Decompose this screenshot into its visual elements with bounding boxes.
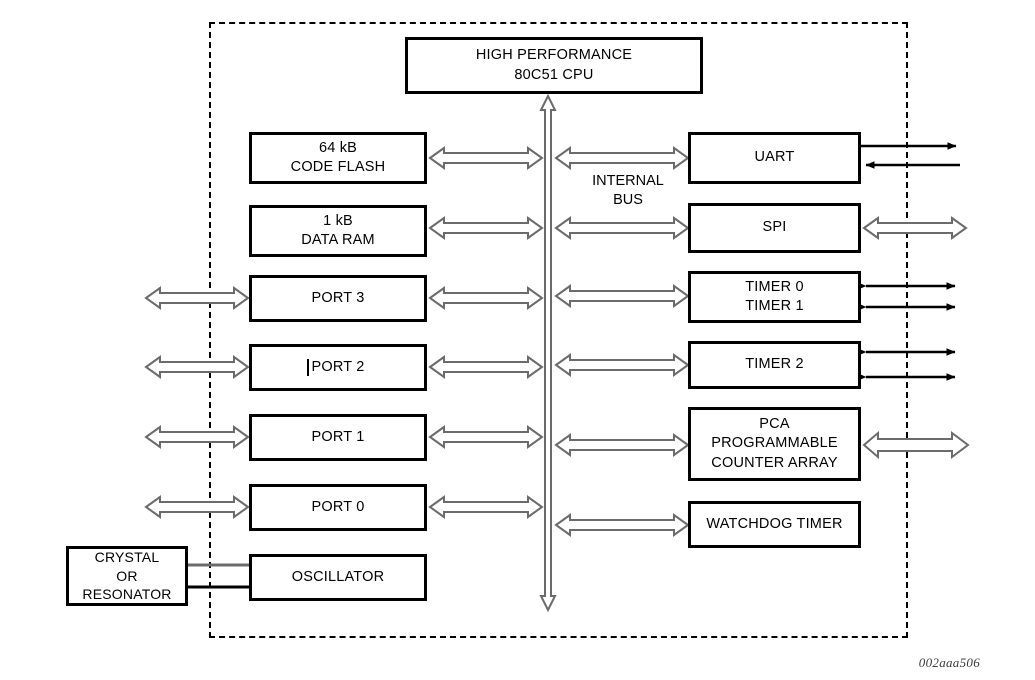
port0-to-bus-arrow xyxy=(428,495,544,519)
text-caret-artifact xyxy=(307,359,309,376)
uart-label: UART xyxy=(754,149,795,166)
watchdog-timer-block[interactable]: WATCHDOG TIMER xyxy=(688,501,861,548)
data-ram-block[interactable]: 1 kB DATA RAM xyxy=(249,205,427,257)
timer-1-label: TIMER 1 xyxy=(745,298,804,314)
flash-to-bus-arrow xyxy=(428,146,544,170)
data-ram-line2: DATA RAM xyxy=(301,232,375,248)
crystal-line2: OR xyxy=(116,567,138,584)
cpu-title-line2: 80C51 CPU xyxy=(514,66,594,83)
bus-to-spi-arrow xyxy=(554,216,690,240)
ram-to-bus-arrow xyxy=(428,216,544,240)
data-ram-line1: 1 kB xyxy=(323,212,353,229)
bus-to-uart-arrow xyxy=(554,146,690,170)
crystal-or-resonator-block[interactable]: CRYSTAL OR RESONATOR xyxy=(66,546,188,606)
spi-external-arrow xyxy=(862,216,968,240)
oscillator-label: OSCILLATOR xyxy=(291,568,385,585)
cpu-block[interactable]: HIGH PERFORMANCE 80C51 CPU xyxy=(405,37,703,94)
chip-boundary-dashed xyxy=(209,22,908,638)
code-flash-line1: 64 kB xyxy=(318,139,358,156)
internal-bus-arrow xyxy=(539,93,557,613)
oscillator-block[interactable]: OSCILLATOR xyxy=(249,554,427,601)
port0-external-arrow xyxy=(144,495,250,519)
spi-block[interactable]: SPI xyxy=(688,203,861,253)
bus-to-watchdog-arrow xyxy=(554,513,690,537)
port-2-block[interactable]: PORT 2 xyxy=(249,344,427,391)
bus-label-line2: BUS xyxy=(613,191,643,208)
port-1-block[interactable]: PORT 1 xyxy=(249,414,427,461)
crystal-line1: CRYSTAL xyxy=(94,549,160,566)
pca-line1: PCA xyxy=(759,416,790,433)
port-2-label: PORT 2 xyxy=(311,358,365,375)
port2-to-bus-arrow xyxy=(428,355,544,379)
bus-to-timer01-arrow xyxy=(554,284,690,308)
figure-id-label: 002aaa506 xyxy=(918,655,980,670)
port3-to-bus-arrow xyxy=(428,286,544,310)
crystal-line3: RESONATOR xyxy=(82,586,172,603)
spi-label: SPI xyxy=(762,219,787,236)
watchdog-timer-label: WATCHDOG TIMER xyxy=(706,515,843,532)
port3-external-arrow xyxy=(144,286,250,310)
pca-line2: PROGRAMMABLE xyxy=(711,435,838,452)
crystal-to-oscillator-wires xyxy=(188,563,249,589)
bus-label-line1: INTERNAL xyxy=(592,173,664,189)
timer-0-label: TIMER 0 xyxy=(745,278,804,295)
internal-bus-label: INTERNAL BUS xyxy=(578,172,678,210)
port-1-label: PORT 1 xyxy=(311,428,365,445)
cpu-title-line1: HIGH PERFORMANCE xyxy=(475,47,633,64)
port1-to-bus-arrow xyxy=(428,425,544,449)
bus-to-timer2-arrow xyxy=(554,353,690,377)
port-0-label: PORT 0 xyxy=(311,498,365,515)
port-3-block[interactable]: PORT 3 xyxy=(249,275,427,322)
timer-0-1-block[interactable]: TIMER 0 TIMER 1 xyxy=(688,271,861,323)
timer-2-label: TIMER 2 xyxy=(745,356,804,373)
port1-external-arrow xyxy=(144,425,250,449)
pca-line3: COUNTER ARRAY xyxy=(711,454,838,471)
uart-block[interactable]: UART xyxy=(688,132,861,184)
pca-external-arrow xyxy=(862,430,970,460)
code-flash-line2: CODE FLASH xyxy=(290,159,386,175)
pca-block[interactable]: PCA PROGRAMMABLE COUNTER ARRAY xyxy=(688,407,861,481)
port-3-label: PORT 3 xyxy=(311,289,365,306)
bus-to-pca-arrow xyxy=(554,433,690,457)
code-flash-block[interactable]: 64 kB CODE FLASH xyxy=(249,132,427,184)
port-0-block[interactable]: PORT 0 xyxy=(249,484,427,531)
port2-external-arrow xyxy=(144,355,250,379)
timer-2-block[interactable]: TIMER 2 xyxy=(688,341,861,389)
